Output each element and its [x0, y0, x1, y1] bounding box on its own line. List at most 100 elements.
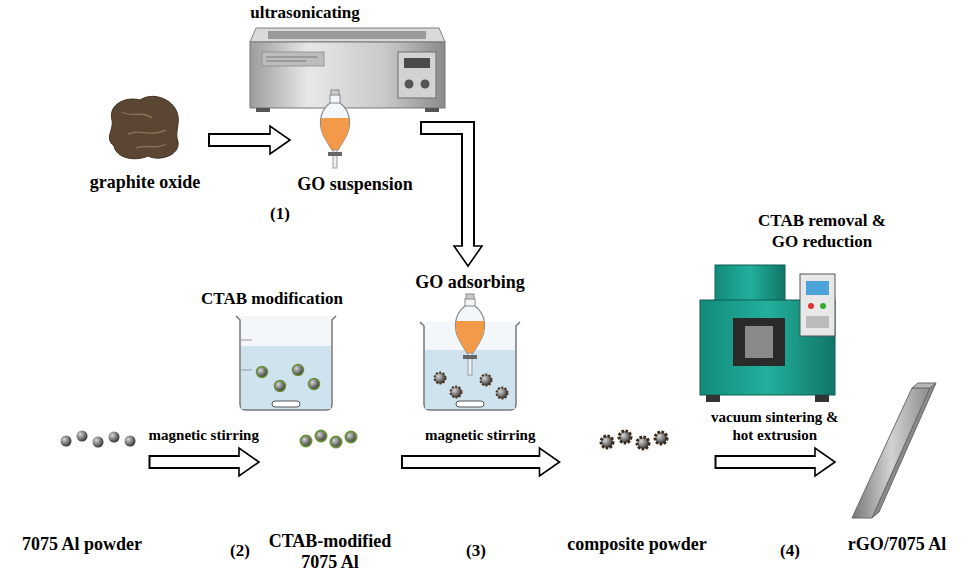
graduation: [240, 340, 252, 341]
stage-label: CTAB-modified 7075 Al: [264, 531, 396, 574]
bath-plate-line: [266, 57, 318, 58]
stage-label: rGO/7075 Al: [848, 534, 947, 556]
al-powder: [61, 431, 136, 448]
process-arrow: [149, 448, 260, 476]
knob: [405, 80, 414, 89]
arrow-head: [270, 126, 290, 154]
bath-body: [250, 42, 445, 108]
stopcock: [463, 355, 477, 359]
stage-label: 7075 Al powder: [22, 534, 142, 556]
material-stage: graphite oxide: [82, 92, 208, 198]
water: [425, 350, 515, 409]
ctab-modified-powder: [301, 431, 357, 448]
particle: [293, 365, 304, 376]
control-panel: [800, 274, 835, 336]
step-heading: CTAB removal & GO reduction: [752, 210, 892, 253]
beaker-glass: [420, 322, 520, 410]
arrow-fill: [210, 135, 272, 145]
machine-window: [733, 318, 785, 366]
particle: [93, 437, 104, 448]
arrow-head: [540, 448, 560, 476]
particle: [275, 381, 286, 392]
beaker-glass: [236, 316, 336, 410]
stir-bar: [272, 401, 300, 407]
process-arrow: [420, 128, 482, 266]
button: [808, 303, 814, 309]
arrow-head: [239, 448, 259, 476]
step-label: CTAB modification: [201, 288, 343, 309]
foot: [425, 108, 439, 112]
particle: [346, 432, 357, 443]
screen: [806, 281, 829, 295]
particle: [497, 388, 508, 399]
stage-label: GO suspension: [297, 174, 413, 196]
leg: [706, 395, 720, 402]
material-stage: 7075 Al powder: [16, 420, 149, 560]
step-label: (2): [230, 540, 250, 561]
particle: [316, 431, 327, 442]
stage-label: graphite oxide: [90, 172, 201, 194]
graphite-oxide-flake: [109, 96, 178, 158]
flake: [109, 96, 178, 158]
bath-plate-line: [266, 61, 306, 62]
separatory-funnel: [320, 90, 349, 168]
stage-label: GO adsorbing: [415, 272, 525, 294]
go-beaker: [420, 294, 520, 410]
bar-face: [852, 388, 930, 518]
particle: [601, 436, 613, 448]
graduation: [240, 370, 252, 371]
particle: [109, 432, 120, 443]
step-label: (4): [780, 540, 800, 561]
material-stage: GO suspension: [290, 88, 420, 200]
bath-opening: [268, 31, 426, 39]
particle: [61, 436, 72, 447]
extruded-bar: [852, 383, 936, 518]
funnel-body: [455, 306, 484, 353]
process-condition: magnetic stirring: [422, 426, 538, 444]
process-condition: vacuum sintering & hot extrusion: [702, 408, 848, 444]
control-panel: [398, 52, 436, 98]
arrow-head: [454, 246, 482, 266]
particle: [77, 431, 88, 442]
machine-top: [715, 265, 785, 303]
particle: [637, 437, 649, 449]
arrow-fill: [422, 128, 468, 248]
ultrasonic-bath: [250, 28, 445, 112]
stage-label: composite powder: [567, 534, 706, 556]
leg: [815, 395, 829, 402]
process-arrow: [401, 448, 560, 476]
particle: [481, 375, 492, 386]
bath-rim: [250, 28, 445, 42]
foot: [256, 108, 270, 112]
funnel-body: [320, 103, 349, 150]
particle: [309, 379, 320, 390]
particle: [435, 373, 446, 384]
stopcock: [328, 152, 342, 156]
material-stage: CTAB-modified 7075 Al: [259, 420, 401, 578]
step-label: (1): [270, 203, 290, 224]
process-arrow: [715, 448, 836, 476]
flake-texture: [122, 112, 166, 148]
particle: [331, 437, 342, 448]
bar-side: [872, 383, 936, 518]
material-stage: GO adsorbing: [405, 266, 535, 414]
particle: [125, 436, 136, 447]
water: [241, 346, 331, 409]
particle: [619, 431, 631, 443]
bath-plate: [262, 52, 324, 66]
step-label: (3): [466, 540, 486, 561]
composite-powder: [601, 431, 667, 449]
go-liquid: [321, 118, 350, 150]
button: [820, 303, 826, 309]
extrusion-machine: [700, 265, 835, 402]
keypad: [806, 316, 829, 328]
ctab-beaker: [236, 316, 336, 410]
knob: [421, 80, 430, 89]
press-ram: [745, 326, 773, 358]
material-stage: composite powder: [560, 420, 715, 560]
go-liquid: [456, 321, 485, 353]
stir-bar: [456, 401, 484, 407]
particle: [655, 432, 667, 444]
process-condition: magnetic stirring: [146, 426, 262, 444]
display: [404, 58, 430, 68]
